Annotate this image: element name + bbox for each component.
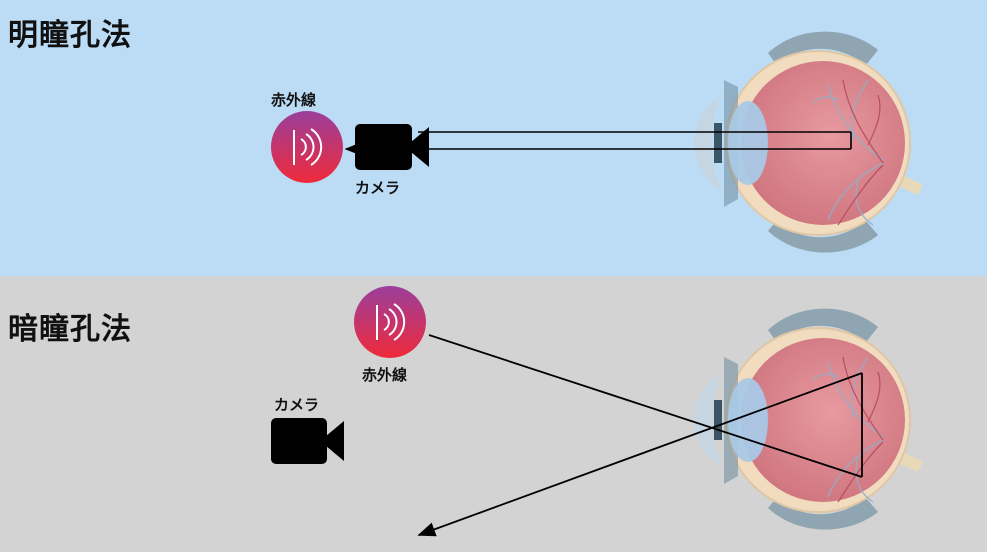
- video-camera-icon: [271, 418, 344, 464]
- bright-pupil-title: 明瞳孔法: [8, 18, 132, 53]
- camera-label: カメラ: [274, 396, 320, 414]
- bright-pupil-panel: 明瞳孔法 赤外線 カメラ: [0, 0, 987, 276]
- dark-pupil-panel: 暗瞳孔法 赤外線 カメラ: [0, 276, 987, 552]
- video-camera-icon: [355, 124, 429, 170]
- eye-cross-section-icon: [694, 31, 923, 253]
- dark-pupil-title: 暗瞳孔法: [8, 312, 132, 347]
- infrared-emitter-icon: [271, 111, 343, 183]
- infrared-label: 赤外線: [271, 91, 317, 109]
- camera-label: カメラ: [355, 179, 401, 197]
- bright-pupil-ray-paths: [344, 131, 852, 156]
- eye-cross-section-icon: [694, 308, 923, 530]
- infrared-label: 赤外線: [362, 366, 408, 384]
- dark-pupil-ray-paths: [417, 334, 863, 537]
- infrared-emitter-icon: [354, 286, 426, 358]
